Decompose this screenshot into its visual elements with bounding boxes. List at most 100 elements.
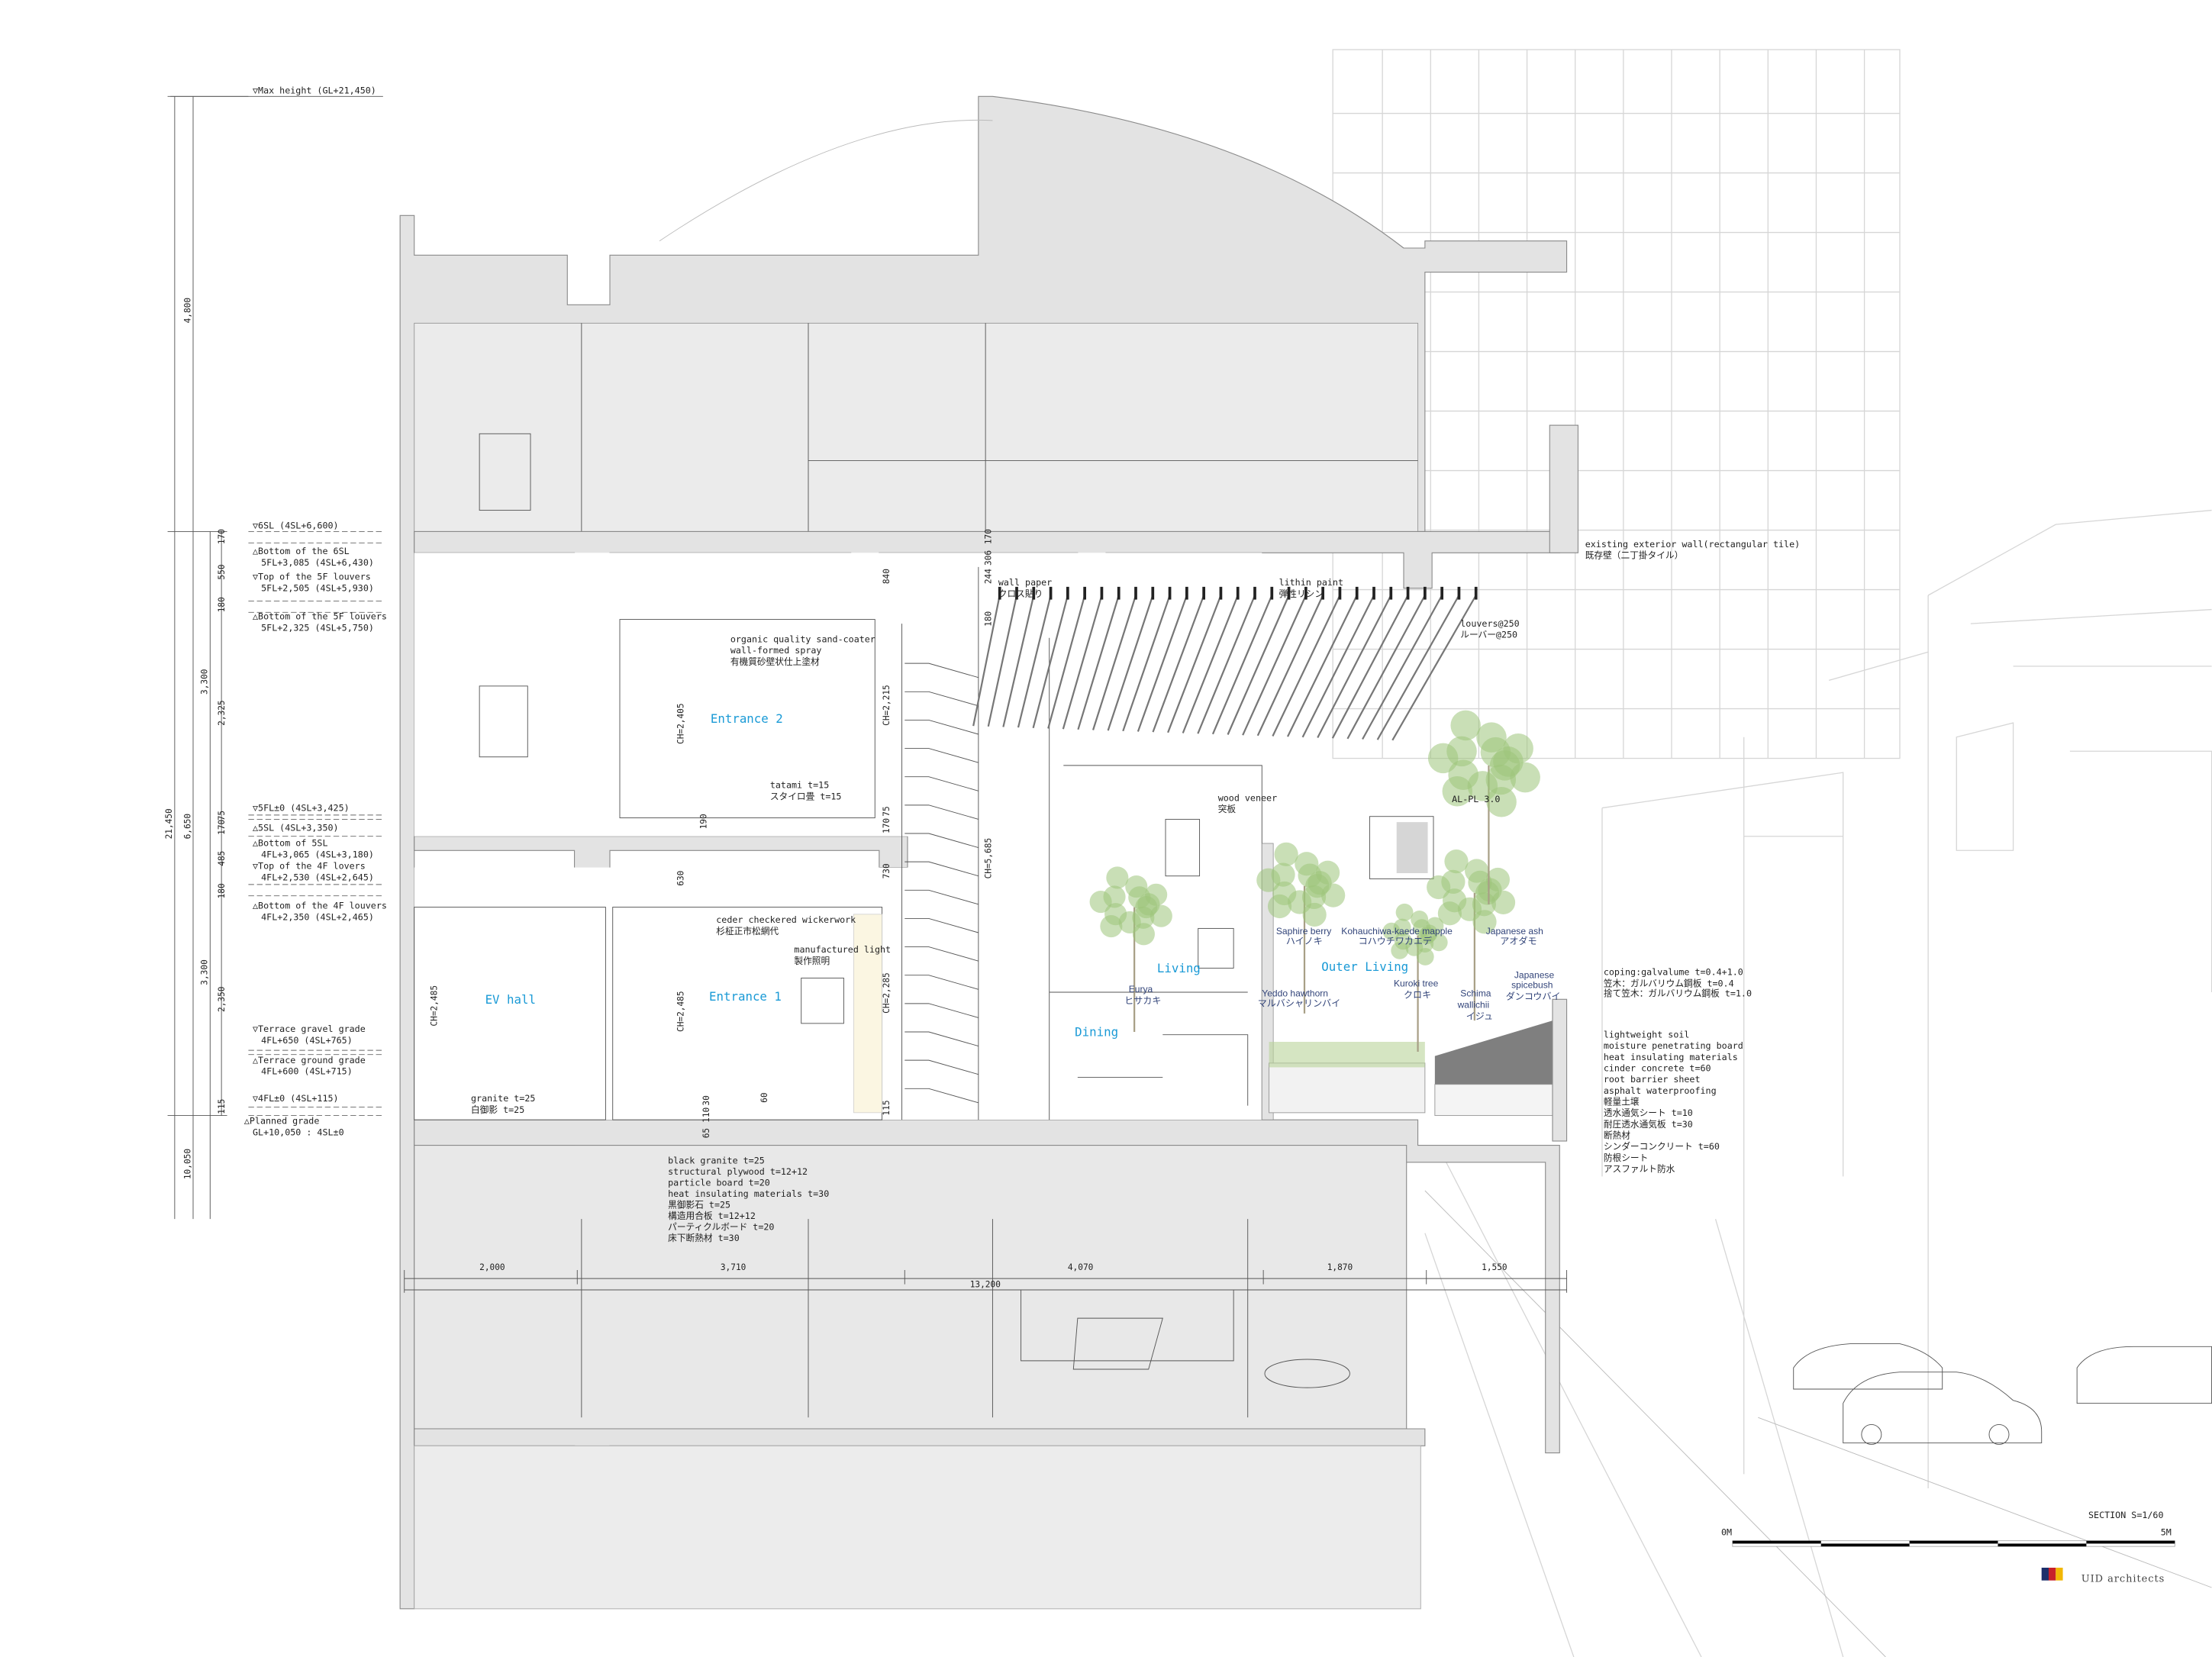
span-2: 3,710 bbox=[721, 1262, 746, 1272]
louver-hanger bbox=[1083, 586, 1086, 600]
foliage bbox=[1104, 903, 1127, 926]
louver bbox=[1077, 595, 1120, 730]
plant-ash-jp: アオダモ bbox=[1500, 935, 1536, 946]
foliage bbox=[1420, 924, 1438, 943]
plant-spicebush: Japanese bbox=[1514, 969, 1555, 980]
louver bbox=[987, 595, 1018, 727]
roof-layer-note: root barrier sheet bbox=[1604, 1074, 1701, 1085]
louver-hanger bbox=[1440, 586, 1443, 600]
foliage bbox=[1446, 736, 1477, 767]
louver bbox=[1317, 595, 1392, 739]
dim-170b: 170 bbox=[217, 820, 227, 835]
dim-180b: 180 bbox=[217, 883, 227, 898]
terrace bbox=[1269, 424, 1578, 1142]
level-top-4f-louvers: ▽Top of the 4F lovers bbox=[253, 860, 366, 871]
span-5: 1,550 bbox=[1482, 1262, 1507, 1272]
note-cedar-jp: 杉柾正市松網代 bbox=[716, 926, 779, 936]
louver bbox=[1062, 595, 1103, 730]
uid-logo bbox=[2041, 1568, 2063, 1581]
louver bbox=[1032, 595, 1069, 729]
dim-c115: 115 bbox=[882, 1100, 892, 1115]
floor-layer-note: black granite t=25 bbox=[668, 1156, 765, 1166]
span-3: 4,070 bbox=[1068, 1262, 1094, 1272]
shelf-board bbox=[904, 946, 979, 962]
scale-bar-segment bbox=[1909, 1540, 1998, 1544]
louver-hanger bbox=[1389, 586, 1393, 600]
dim-190: 190 bbox=[698, 814, 708, 829]
note-light-jp: 製作照明 bbox=[794, 956, 830, 966]
ch-entrance1: CH=2,485 bbox=[676, 991, 686, 1032]
room-outer-living: Outer Living bbox=[1321, 959, 1408, 974]
plant-labels: Eurya ヒサカキ Saphire berry ハイノキ Kohauchiwa… bbox=[1124, 926, 1560, 1021]
horizontal-dimensions bbox=[404, 1270, 1568, 1293]
ch-living: CH=5,685 bbox=[984, 838, 994, 879]
dim-2325: 2,325 bbox=[217, 700, 227, 725]
note-sand-coater-jp: 有機質砂壁状仕上塗材 bbox=[730, 656, 820, 667]
louver-hanger bbox=[1117, 586, 1121, 600]
level-top-5f-louvers-value: 5FL+2,505 (4SL+5,930) bbox=[261, 582, 374, 593]
shelf-board bbox=[904, 691, 979, 707]
dim-65: 65 bbox=[701, 1128, 711, 1138]
note-sand-coater-2: wall-formed spray bbox=[730, 645, 822, 656]
louver bbox=[1002, 595, 1035, 727]
dim-upper: 4,800 bbox=[182, 298, 192, 324]
roof-layer-note: 耐圧透水通気板 t=30 bbox=[1604, 1119, 1693, 1130]
city-background bbox=[1332, 49, 2212, 1657]
dim-c180: 180 bbox=[984, 611, 994, 627]
foliage bbox=[1272, 881, 1297, 906]
louver-hanger bbox=[1304, 586, 1308, 600]
level-bottom-4f-louvers: △Bottom of the 4F louvers bbox=[253, 900, 387, 911]
scale-bar-segment bbox=[1732, 1540, 1821, 1544]
louver-hanger bbox=[1457, 586, 1461, 600]
level-terrace-gravel-value: 4FL+650 (4SL+765) bbox=[261, 1035, 353, 1046]
note-tatami: tatami t=15 bbox=[770, 780, 829, 791]
plant-eurya: Eurya bbox=[1129, 984, 1153, 995]
louver bbox=[1391, 595, 1477, 741]
room-entrance1: Entrance 1 bbox=[709, 989, 782, 1004]
louver bbox=[1362, 595, 1443, 740]
louver-hanger bbox=[1372, 586, 1375, 600]
dim-170: 170 bbox=[217, 529, 227, 544]
shelf-board bbox=[904, 662, 979, 679]
firm-name: UID architects bbox=[2081, 1574, 2165, 1585]
note-cedar: ceder checkered wickerwork bbox=[716, 914, 856, 925]
scale-bar-segment bbox=[1820, 1543, 1910, 1547]
shelf-board bbox=[904, 719, 979, 735]
roof-layer-note: lightweight soil bbox=[1604, 1029, 1690, 1040]
foliage bbox=[1302, 902, 1327, 927]
louver-hanger bbox=[1474, 586, 1478, 600]
louver bbox=[1197, 595, 1256, 734]
plant-spicebush-jp: ダンコウバイ bbox=[1506, 990, 1561, 1001]
louver-hanger bbox=[1321, 586, 1324, 600]
note-existing-wall: existing exterior wall(rectangular tile) bbox=[1585, 539, 1800, 550]
louver-hanger bbox=[1253, 586, 1256, 600]
note-light: manufactured light bbox=[794, 944, 891, 955]
louver bbox=[1272, 595, 1341, 737]
level-5fl: ▽5FL±0 (4SL+3,425) bbox=[253, 802, 350, 813]
louver-hanger bbox=[1185, 586, 1188, 600]
dim-total: 21,450 bbox=[164, 808, 174, 839]
level-top-5f-louvers: ▽Top of the 5F louvers bbox=[253, 572, 371, 582]
roof-layer-note: アスファルト防水 bbox=[1604, 1163, 1675, 1174]
louvers bbox=[972, 586, 1478, 741]
roof-layer-note: 透水通気シート t=10 bbox=[1604, 1107, 1693, 1118]
foliage bbox=[1106, 866, 1129, 889]
louver-hanger bbox=[1219, 586, 1223, 600]
foliage bbox=[1308, 871, 1332, 895]
note-wall-paper-jp: クロス貼り bbox=[998, 588, 1043, 599]
note-louvers: louvers@250 bbox=[1460, 618, 1519, 629]
room-dining: Dining bbox=[1075, 1025, 1118, 1040]
level-lines bbox=[167, 95, 383, 1220]
dim-115: 115 bbox=[217, 1099, 227, 1114]
floor-layer-note: 構造用合板 t=12+12 bbox=[668, 1211, 756, 1221]
shelf-board bbox=[904, 1059, 979, 1075]
dim-2350: 2,350 bbox=[217, 987, 227, 1013]
foliage bbox=[1103, 885, 1126, 908]
louver-hanger bbox=[1049, 586, 1053, 600]
floor-layer-note: particle board t=20 bbox=[668, 1178, 770, 1188]
cars bbox=[1793, 1343, 2212, 1445]
note-coping-jp1: 笠木：ガルバリウム鋼板 t=0.4 bbox=[1604, 978, 1734, 989]
foliage bbox=[1486, 786, 1517, 817]
scale-start: 0M bbox=[1721, 1526, 1732, 1537]
floor-layer-note: 床下断熱材 t=30 bbox=[668, 1233, 740, 1243]
